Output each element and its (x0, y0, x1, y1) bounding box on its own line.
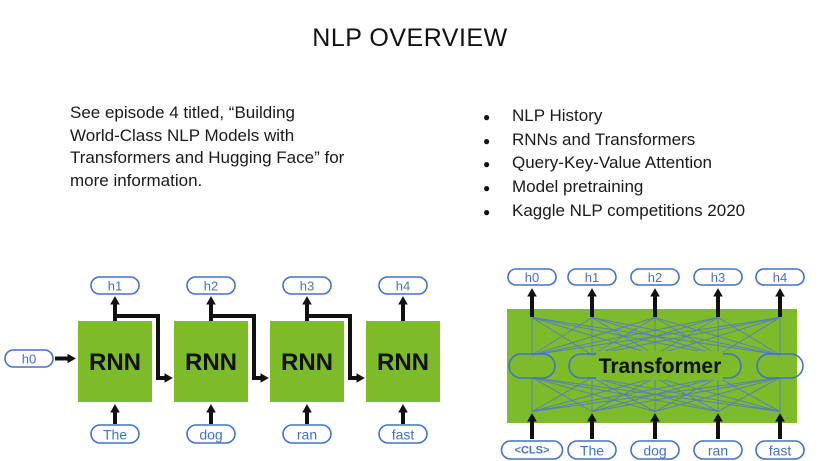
rnn-box (270, 321, 344, 402)
output-state-pill-label: h3 (711, 270, 725, 285)
rnn-box (366, 321, 440, 402)
hidden-state-pill-label: h4 (396, 279, 410, 294)
output-state-pill (693, 268, 743, 286)
attention-line (654, 317, 781, 356)
input-token-pill (567, 440, 617, 460)
recurrent-connector-arrow (211, 314, 269, 383)
bullet-dot: ● (483, 133, 491, 148)
middle-token-pill (508, 353, 556, 379)
input-word-pill (282, 424, 332, 444)
attention-line (531, 317, 781, 356)
topic-label: RNNs and Transformers (512, 129, 696, 149)
hidden-state-pill (186, 276, 236, 295)
hidden-state-pill (378, 276, 428, 295)
topic-item: ● NLP History (483, 105, 745, 129)
topic-item: ● Kaggle NLP competitions 2020 (483, 200, 745, 224)
attention-line (531, 377, 656, 412)
rnn-box-label: RNN (89, 349, 141, 376)
bullet-dot: ● (483, 157, 491, 172)
input-word-pill-label: ran (297, 427, 317, 443)
input-token-pill-label: <CLS> (515, 445, 550, 457)
hidden-state-pill (90, 276, 140, 295)
output-state-pill-label: h2 (648, 270, 662, 285)
transformer-label: Transformer (599, 355, 722, 378)
input-word-pill (186, 424, 236, 444)
rnn-box (78, 321, 152, 402)
bullet-dot: ● (483, 204, 491, 219)
intro-line: World-Class NLP Models with (70, 125, 295, 145)
attention-line (531, 317, 593, 356)
topics-list: ● NLP History ● RNNs and Transformers ● Que… (483, 105, 745, 224)
hidden-state-pill-label: h1 (108, 279, 122, 294)
intro-text: See episode 4 titled, “Building World-Cl… (70, 102, 410, 192)
attention-line (531, 317, 656, 356)
output-state-pill (630, 268, 680, 286)
attention-line (591, 377, 781, 412)
hidden-state-pill-label: h2 (204, 279, 218, 294)
topic-label: Kaggle NLP competitions 2020 (512, 200, 746, 220)
attention-line (717, 377, 781, 412)
rnn-box (174, 321, 248, 402)
attention-line (717, 317, 781, 356)
initial-state-pill (4, 349, 54, 368)
input-token-pill (630, 440, 680, 460)
input-token-pill-label: fast (769, 443, 792, 459)
bullet-dot: ● (483, 181, 491, 196)
middle-token-pill (756, 353, 804, 379)
topic-item: ● RNNs and Transformers (483, 129, 745, 153)
input-token-pill-label: dog (643, 443, 666, 459)
input-word-pill (90, 424, 140, 444)
topic-item: ● Model pretraining (483, 176, 745, 200)
input-token-pill (693, 440, 743, 460)
input-token-pill (500, 440, 564, 460)
attention-line (654, 377, 781, 412)
input-token-pill-label: ran (708, 443, 728, 459)
output-state-pill-label: h1 (585, 270, 599, 285)
transformer-label-bg (596, 351, 723, 380)
intro-line: Transformers and Hugging Face” for (70, 148, 345, 167)
output-state-pill (507, 268, 557, 286)
rnn-box-label: RNN (185, 349, 237, 376)
intro-line: See episode 4 titled, “Building (70, 103, 295, 122)
rnn-box-label: RNN (377, 349, 429, 376)
output-state-pill-label: h0 (525, 270, 539, 285)
input-word-pill-label: The (103, 427, 127, 443)
hidden-state-pill (282, 276, 332, 295)
topic-item: ● Query-Key-Value Attention (483, 152, 745, 176)
recurrent-connector-arrow (115, 314, 173, 383)
input-word-pill-label: dog (199, 427, 222, 443)
attention-line (531, 377, 781, 412)
topic-label: Query-Key-Value Attention (512, 153, 713, 173)
input-token-pill-label: The (580, 443, 604, 459)
output-state-pill (567, 268, 617, 286)
attention-line (591, 317, 781, 356)
attention-line (531, 317, 719, 356)
input-word-pill (378, 424, 428, 444)
input-token-pill (755, 440, 805, 460)
topic-label: Model pretraining (512, 177, 644, 197)
output-state-pill (755, 268, 805, 286)
bullet-dot: ● (483, 110, 491, 124)
attention-line (531, 377, 593, 412)
input-word-pill-label: fast (392, 427, 415, 443)
hidden-state-pill-label: h3 (300, 279, 314, 294)
topic-label: NLP History (512, 106, 603, 125)
initial-state-pill-label: h0 (22, 352, 36, 367)
page-title: NLP OVERVIEW (312, 24, 508, 52)
attention-line (531, 377, 719, 412)
recurrent-connector-arrow (307, 314, 365, 383)
output-state-pill-label: h4 (773, 270, 787, 285)
intro-line: more information. (70, 170, 203, 190)
rnn-box-label: RNN (281, 349, 333, 376)
